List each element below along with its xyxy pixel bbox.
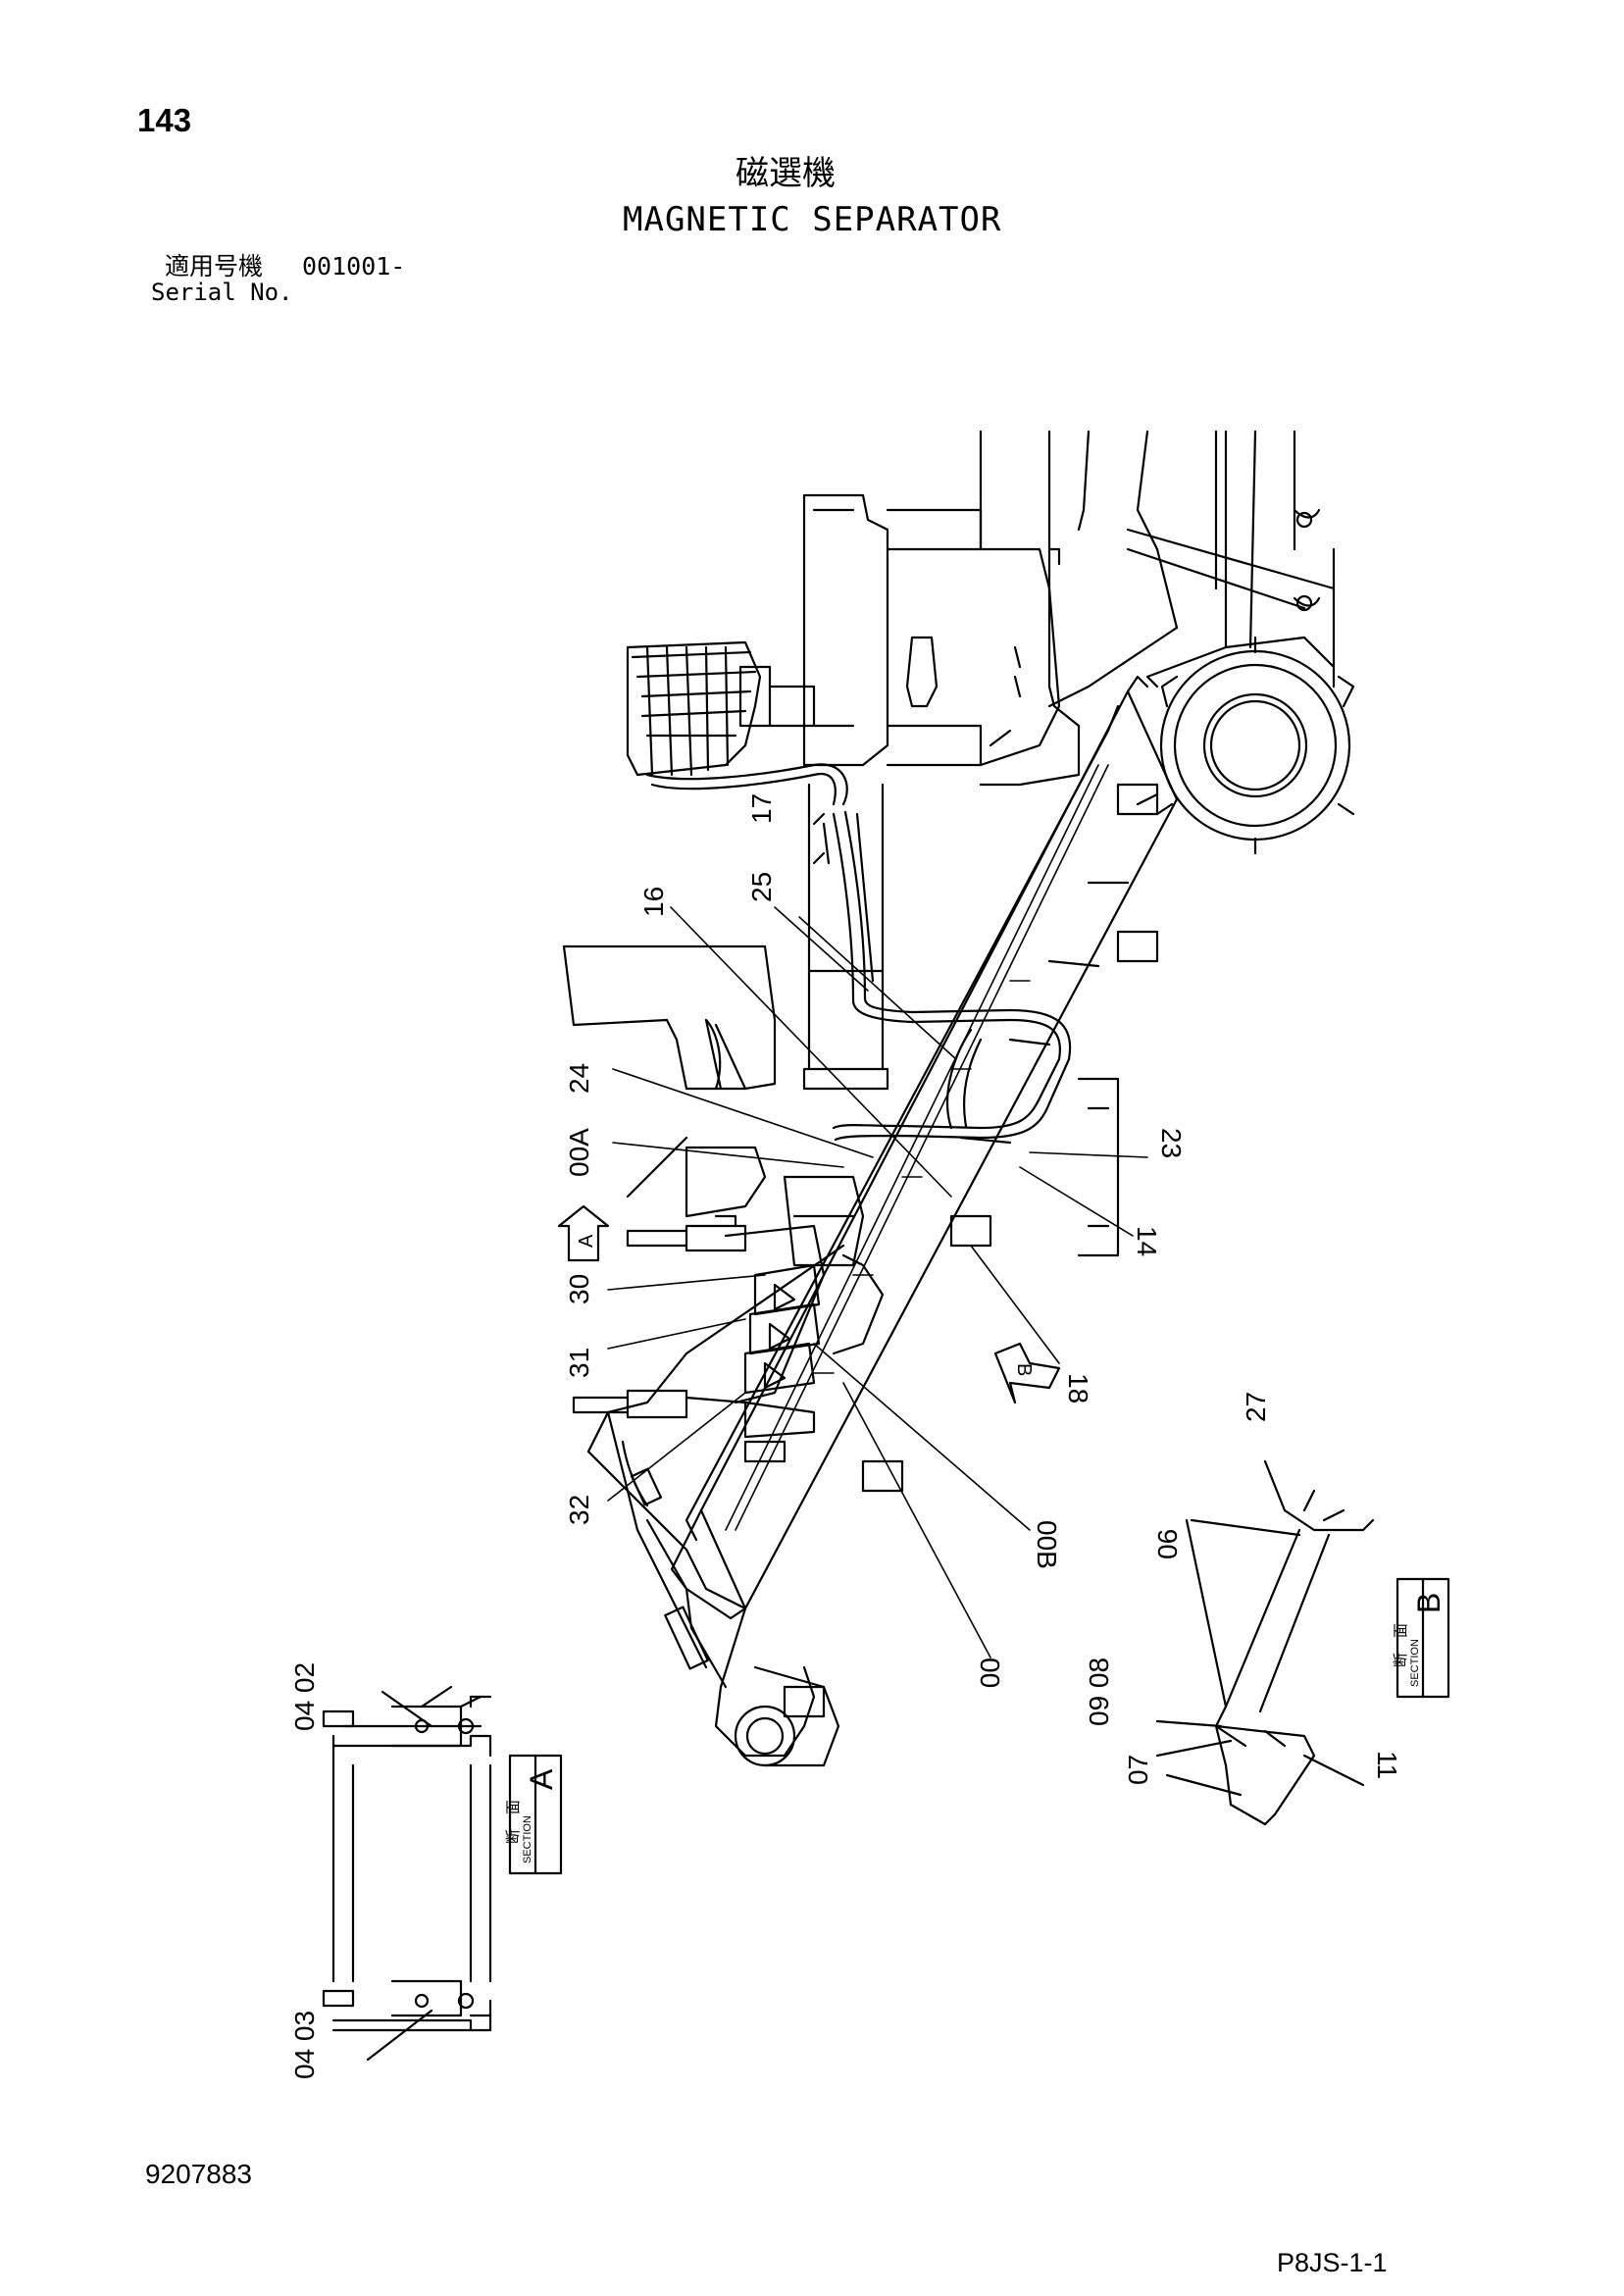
part-label-17: 17 — [746, 793, 777, 824]
view-arrow-b-letter: B — [1013, 1363, 1035, 1376]
part-label-00: 00 — [975, 1658, 1005, 1688]
serial-label-japanese: 適用号機 — [165, 252, 264, 281]
section-a-kanji-2: 面 — [504, 1800, 522, 1814]
part-label-04-02: 04 02 — [289, 1662, 320, 1731]
part-label-23: 23 — [1156, 1128, 1187, 1158]
section-b-word: SECTION — [1409, 1639, 1421, 1687]
section-b-kanji-2: 面 — [1392, 1623, 1409, 1638]
part-label-30: 30 — [564, 1274, 594, 1304]
part-label-04-03: 04 03 — [289, 2011, 320, 2079]
part-label-06: 06 — [1152, 1529, 1183, 1559]
part-label-27: 27 — [1241, 1392, 1271, 1422]
upper-machine-frame — [802, 430, 1336, 787]
hydraulic-hoses — [822, 810, 1072, 1142]
serial-range: 001001- — [302, 252, 406, 281]
control-valve-block — [626, 640, 848, 806]
part-label-24: 24 — [564, 1063, 594, 1094]
section-b-kanji-1: 断 — [1392, 1653, 1409, 1667]
section-a-word: SECTION — [522, 1815, 533, 1863]
page-number: 143 — [137, 102, 192, 138]
magnetic-separator-body — [586, 1136, 885, 1610]
conveyor-chain — [725, 764, 1109, 1531]
section-a-detail — [322, 1685, 492, 2062]
part-label-09-08: 09 08 — [1084, 1658, 1114, 1726]
cylinders — [572, 1214, 747, 1689]
section-a-text: 断 面 SECTION A — [504, 1768, 559, 1863]
part-label-25: 25 — [746, 872, 777, 902]
section-b-box — [1396, 1577, 1450, 1699]
part-labels: 16 17 25 24 00A 23 14 30 31 18 32 00B 00… — [289, 793, 1402, 2079]
part-label-07: 07 — [1123, 1755, 1153, 1785]
section-a-kanji-1: 断 — [504, 1829, 522, 1844]
part-label-32: 32 — [564, 1495, 594, 1525]
view-arrow-a — [557, 1204, 610, 1262]
document-number: 9207883 — [145, 2159, 253, 2189]
conveyor-clamps — [783, 783, 1159, 1718]
section-b-text: 断 面 SECTION B — [1392, 1593, 1446, 1687]
part-label-11: 11 — [1372, 1751, 1402, 1779]
section-a-letter: A — [524, 1768, 559, 1790]
conveyor-boom — [670, 675, 1179, 1767]
title-japanese: 磁選機 — [736, 154, 836, 193]
part-label-18: 18 — [1063, 1373, 1093, 1403]
section-a-box — [508, 1754, 563, 1875]
part-label-31: 31 — [564, 1348, 594, 1378]
part-label-16: 16 — [638, 887, 669, 917]
serial-label-english: Serial No. — [151, 279, 293, 306]
sprocket — [1145, 636, 1355, 855]
part-label-00B: 00B — [1032, 1520, 1062, 1569]
part-label-00A: 00A — [564, 1128, 594, 1177]
page-code: P8JS-1-1 — [1277, 2248, 1388, 2277]
leader-lines — [607, 906, 1148, 1658]
section-b-detail — [1155, 1459, 1375, 1826]
column — [802, 783, 889, 1091]
view-arrow-a-letter: A — [576, 1234, 597, 1248]
title-english: MAGNETIC SEPARATOR — [623, 200, 1002, 239]
view-arrow-b — [993, 1342, 1061, 1404]
section-b-letter: B — [1411, 1593, 1446, 1613]
hopper-outline — [562, 944, 777, 1091]
part-label-14: 14 — [1132, 1226, 1162, 1256]
